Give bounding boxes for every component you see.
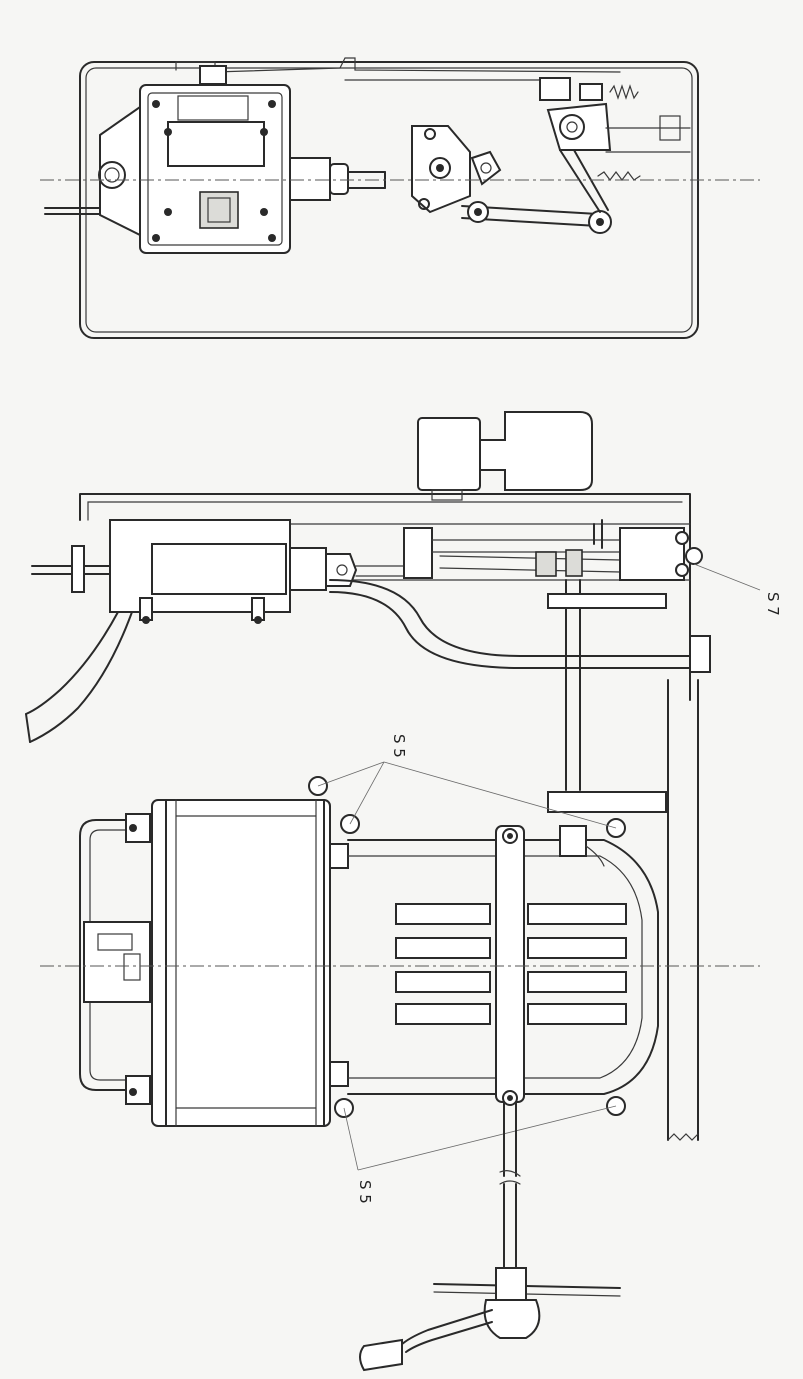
side-view-curved-pipe (25, 611, 133, 743)
side-view-vertical-rail (667, 679, 699, 1141)
top-view-rocker-arm (539, 77, 691, 213)
bottom-view-crank-shaft (499, 1101, 521, 1269)
top-view-cam-lever (411, 125, 612, 234)
label-s5-top: S 5 (390, 734, 408, 758)
side-view-support-column (547, 579, 667, 813)
top-view-springs (597, 84, 641, 181)
side-view-lever-bracket (619, 527, 761, 591)
top-view-motor-mount-plate (139, 84, 291, 254)
label-s7: S 7 (764, 592, 782, 616)
top-view-push-rod (175, 57, 621, 85)
side-view-motor-body (109, 519, 358, 624)
label-s5-bottom: S 5 (356, 1180, 374, 1204)
side-view-weight-block (417, 411, 593, 501)
bottom-view-cross-bar (495, 825, 605, 1106)
bottom-view-tank (151, 799, 331, 1127)
top-view-spindle-nut (289, 157, 386, 201)
bottom-view-lubrication-points (308, 761, 626, 1171)
bottom-view-motor-housing (329, 839, 659, 1095)
side-view-connecting-rod (355, 519, 621, 579)
side-view-cable-duct (329, 579, 711, 673)
side-view-frame (31, 493, 691, 701)
bottom-view-handle-frame (79, 813, 151, 1105)
bottom-view-crank-handle (359, 1267, 621, 1372)
